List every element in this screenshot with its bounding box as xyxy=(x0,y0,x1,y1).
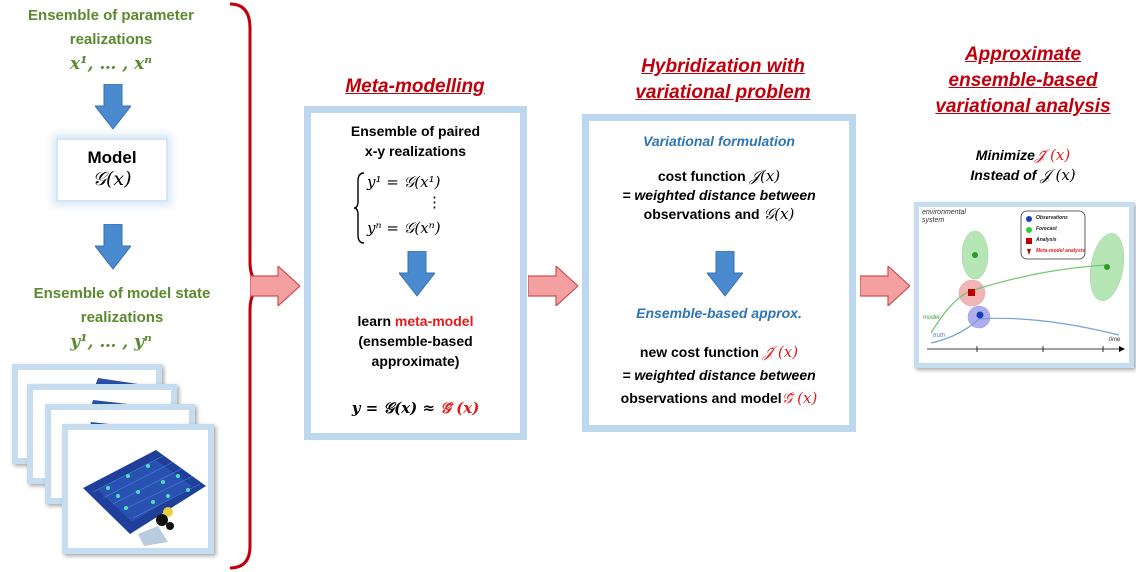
cost-line: cost function 𝒥(x) xyxy=(589,167,849,185)
instead-prefix: Instead of xyxy=(970,167,1041,183)
eq-vdots: ⋮ xyxy=(427,194,442,211)
analysis-title-line1: Approximate xyxy=(964,44,1082,65)
weighted-line1: = weighted distance between xyxy=(622,187,816,203)
cost-symbol: 𝒥(x) xyxy=(749,167,781,185)
analysis-plot: environmental system Observations Foreca… xyxy=(914,202,1134,368)
eq1: y¹ = 𝒢(x¹) xyxy=(367,173,441,191)
ensemble-state-title: Ensemble of model state realizations xyxy=(0,282,244,330)
hybrid-title-line2: variational problem xyxy=(635,82,811,103)
minimize-prefix: Minimize xyxy=(975,147,1035,163)
weighted-text: observations and xyxy=(643,206,764,222)
analysis-title-line3: variational analysis xyxy=(935,96,1111,117)
legend-analysis: Analysis xyxy=(1036,237,1057,243)
paired-line1: Ensemble of paired xyxy=(350,123,481,139)
hybrid-title-line1: Hybridization with xyxy=(641,56,805,77)
legend-observations: Observations xyxy=(1036,215,1068,221)
learn-prefix: learn xyxy=(357,313,395,329)
param-formula: x¹, … , xⁿ xyxy=(69,54,153,74)
minimize-symbol: 𝒥̃ (x) xyxy=(1034,146,1071,164)
hybrid-title: Hybridization with variational problem xyxy=(578,54,868,106)
state-formula: y¹, … , yⁿ xyxy=(70,332,152,352)
down-arrow-model-to-states xyxy=(95,224,131,270)
approx-formula: y = 𝒢(x) ≈ 𝒢̃ (x) xyxy=(311,399,520,417)
analysis-title: Approximate ensemble-based variational a… xyxy=(910,42,1136,120)
model-formula: 𝒢(x) xyxy=(92,168,132,190)
system-brace xyxy=(353,172,365,244)
truth-curve-label: truth xyxy=(933,333,946,339)
new-cost-line: new cost function 𝒥̃ (x) xyxy=(589,343,849,361)
weighted-symbol: 𝒢(x) xyxy=(763,205,795,223)
learn-line1: learn meta-model xyxy=(311,311,520,331)
instead-symbol: 𝒥 (x) xyxy=(1040,166,1076,184)
eq2: yⁿ = 𝒢(xⁿ) xyxy=(367,219,441,237)
ensemble-param-title-line1: Ensemble of parameter xyxy=(28,7,194,24)
learn-block: learn meta-model (ensemble-based approxi… xyxy=(311,311,520,371)
minimize-line: Minimize𝒥̃ (x) xyxy=(910,146,1136,164)
ens-approx-label: Ensemble-based approx. xyxy=(636,305,802,321)
model-curve-label: model xyxy=(923,315,940,321)
paired-title: Ensemble of paired x-y realizations xyxy=(311,121,520,161)
model-title: Model xyxy=(87,148,137,167)
new-weighted-text: observations and model xyxy=(620,390,782,406)
down-arrow-params-to-model xyxy=(95,84,131,130)
paired-system: y¹ = 𝒢(x¹) ⋮ yⁿ = 𝒢(xⁿ) xyxy=(353,171,493,245)
down-arrow-hybrid xyxy=(707,251,743,297)
new-cost-label: new cost function xyxy=(639,344,763,360)
state-thumbnail-4 xyxy=(62,424,214,554)
learn-line3: approximate) xyxy=(371,353,460,369)
ensemble-state-title-line2: realizations xyxy=(80,309,164,326)
system-label: environmental system xyxy=(922,209,966,225)
right-arrow-1 xyxy=(250,266,300,306)
legend-forecast: Forecast xyxy=(1036,226,1057,232)
analysis-plot-canvas xyxy=(927,210,1125,352)
new-weighted-line1: = weighted distance between xyxy=(622,367,816,383)
ensemble-state-title-line1: Ensemble of model state xyxy=(33,285,211,302)
new-cost-symbol: 𝒥̃ (x) xyxy=(762,343,799,361)
meta-title: Meta-modelling xyxy=(345,76,485,97)
new-weighted-symbol: 𝒢̃ (x) xyxy=(781,389,818,407)
ensemble-param-title: Ensemble of parameter realizations xyxy=(0,4,222,52)
learn-highlight: meta-model xyxy=(394,313,474,329)
cost-label: cost function xyxy=(657,168,750,184)
time-axis-label: time xyxy=(1109,337,1121,343)
meta-panel: Ensemble of paired x-y realizations y¹ =… xyxy=(304,106,527,440)
approx-right: 𝒢̃ (x) xyxy=(440,399,480,417)
hybrid-panel: Variational formulation cost function 𝒥(… xyxy=(582,114,856,432)
approx-left: y = 𝒢(x) ≈ xyxy=(351,399,441,417)
ensemble-param-title-line2: realizations xyxy=(69,31,153,48)
new-weighted-line2: observations and model𝒢̃ (x) xyxy=(589,389,849,407)
instead-line: Instead of 𝒥 (x) xyxy=(910,166,1136,184)
legend-meta-model: Meta-model analysis xyxy=(1036,248,1085,254)
system-label-line1: environmental xyxy=(922,209,966,216)
right-arrow-3 xyxy=(860,266,910,306)
down-arrow-meta xyxy=(399,251,435,297)
learn-line2: (ensemble-based xyxy=(358,333,473,349)
system-label-line2: system xyxy=(922,217,945,224)
mesh-illustration xyxy=(68,430,208,548)
var-form-label: Variational formulation xyxy=(643,133,795,149)
right-arrow-2 xyxy=(528,266,578,306)
paired-line2: x-y realizations xyxy=(364,143,467,159)
model-box: Model 𝒢(x) xyxy=(56,138,168,202)
analysis-title-line2: ensemble-based xyxy=(948,70,1098,91)
weighted-line2: observations and 𝒢(x) xyxy=(589,205,849,223)
